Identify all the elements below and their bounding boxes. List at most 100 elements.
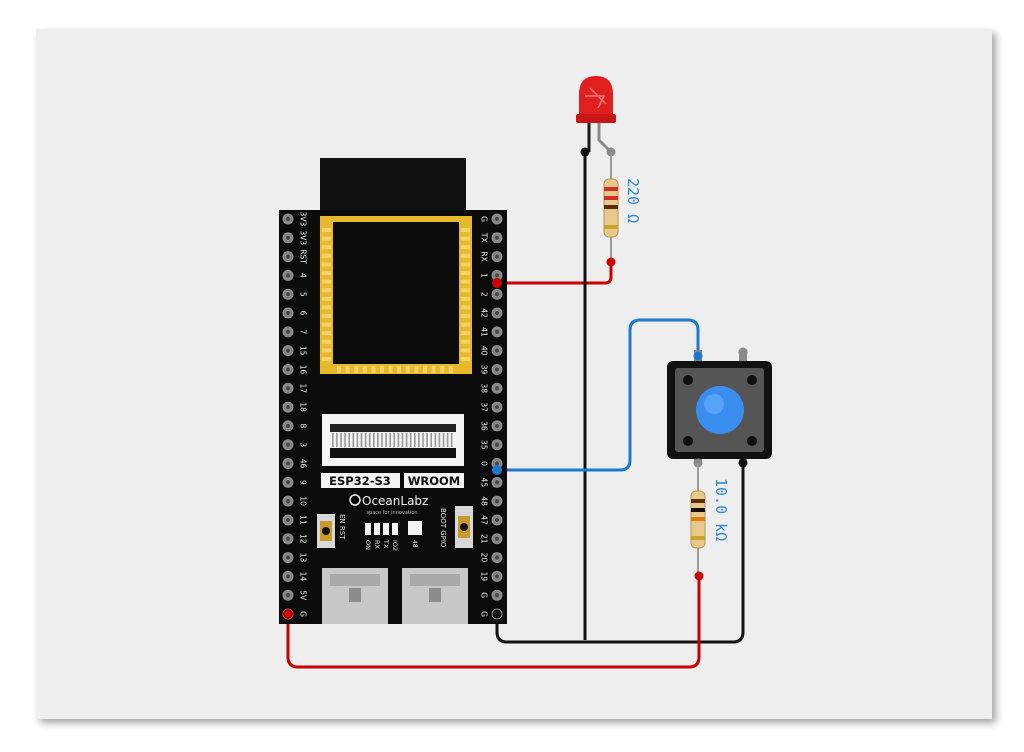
chip-pad-left bbox=[322, 262, 331, 267]
chip-pad-bottom bbox=[448, 366, 453, 373]
ribbon-contact bbox=[409, 433, 412, 447]
chip-pad-left bbox=[322, 271, 331, 275]
chip-pad-right bbox=[461, 357, 470, 361]
chip-pad-bottom bbox=[414, 366, 419, 373]
status-led-label: IO2 bbox=[391, 540, 399, 551]
chip-pad-bottom bbox=[431, 366, 436, 373]
wire-5v-to-pulldown bbox=[286, 576, 701, 669]
node-button-bottom-right bbox=[738, 458, 748, 468]
header-pin-hole bbox=[494, 517, 500, 523]
header-pin-label: 46 bbox=[299, 459, 308, 469]
chip-pad-bottom bbox=[397, 366, 402, 373]
chip-pad-right bbox=[461, 245, 470, 250]
header-pin-label: 2 bbox=[480, 292, 489, 297]
button-cap-highlight bbox=[704, 394, 724, 414]
led-highlight bbox=[585, 87, 607, 109]
ribbon-contact bbox=[434, 433, 437, 447]
wire-gpio0-to-button bbox=[497, 318, 700, 472]
header-pin-label: 21 bbox=[480, 534, 489, 544]
chip-pad-right bbox=[461, 296, 470, 301]
boot-button-label: BOOT GPIO bbox=[439, 508, 447, 548]
chip-pad-left bbox=[322, 322, 331, 327]
header-pin-hole bbox=[285, 442, 291, 447]
chip-pad-bottom bbox=[337, 366, 341, 373]
header-pin-hole bbox=[285, 254, 291, 259]
node-board-5v bbox=[283, 609, 293, 619]
header-pin-label: 8 bbox=[299, 424, 308, 429]
resistor-220-label: 220 Ω bbox=[624, 178, 642, 223]
boot-button-cap bbox=[460, 523, 468, 531]
status-led-label: TX bbox=[382, 539, 390, 549]
header-pin-label: 6 bbox=[299, 311, 308, 316]
led-body bbox=[579, 76, 613, 118]
header-pin-hole bbox=[494, 442, 500, 447]
header-pin-label: 15 bbox=[299, 346, 308, 356]
resistor-10k-band-4 bbox=[691, 536, 705, 540]
usb-port-right-tab bbox=[429, 588, 441, 602]
node-board-gpio0 bbox=[492, 465, 502, 475]
button-corner-4 bbox=[747, 436, 757, 446]
header-pin-hole bbox=[285, 423, 291, 429]
module-label-box bbox=[404, 473, 464, 488]
chip-pad-bottom bbox=[388, 366, 393, 373]
header-pin-hole bbox=[494, 310, 500, 316]
esp32-board: ESP32-S3 WROOM OceanLabz space for innov… bbox=[279, 158, 507, 624]
header-pin-hole bbox=[494, 423, 500, 429]
resistor-220-band-1 bbox=[604, 187, 618, 191]
header-pin-label: 5V bbox=[299, 590, 308, 601]
header-pin-hole bbox=[494, 273, 500, 278]
ribbon-contact bbox=[348, 433, 350, 447]
header-pin-label: 9 bbox=[299, 480, 308, 485]
chip-pad-right bbox=[461, 262, 470, 267]
header-pin-hole bbox=[285, 555, 291, 560]
header-pin-hole bbox=[285, 536, 291, 541]
chip-pads bbox=[322, 228, 470, 373]
header-pin-label: RST bbox=[299, 249, 308, 264]
node-board-ground bbox=[492, 609, 502, 619]
ribbon-contact bbox=[377, 433, 379, 447]
usb-port-left-inner bbox=[330, 574, 380, 586]
ribbon-contact bbox=[450, 433, 453, 447]
header-pin-hole bbox=[494, 386, 500, 391]
ribbon-slot bbox=[330, 424, 456, 432]
header-pin-hole bbox=[494, 592, 500, 598]
resistor-10k: 10.0 kΩ bbox=[690, 463, 730, 576]
header-pin-label: 16 bbox=[299, 365, 308, 375]
header-pin-label: 42 bbox=[480, 308, 489, 318]
header-pin-hole bbox=[285, 404, 291, 410]
rgb-led bbox=[408, 521, 422, 535]
ribbon-contact bbox=[426, 433, 428, 447]
header-pin-label: 37 bbox=[480, 402, 489, 412]
led-red bbox=[576, 76, 616, 154]
header-pin-label: 0 bbox=[480, 461, 489, 466]
chip-pad-right bbox=[461, 271, 470, 275]
ribbon-contact bbox=[389, 433, 391, 447]
chip-pad-left bbox=[322, 245, 331, 250]
chip-pad-left bbox=[322, 228, 331, 232]
ribbon-contact bbox=[393, 433, 396, 447]
header-pin-label: 40 bbox=[480, 346, 489, 356]
header-pin-hole bbox=[285, 480, 291, 485]
button-corner-2 bbox=[747, 375, 757, 385]
header-pin-hole bbox=[494, 235, 500, 241]
reset-button-cap bbox=[322, 527, 330, 535]
wire-gpio2-to-led-resistor bbox=[497, 262, 613, 285]
chip-pad-right bbox=[461, 253, 470, 258]
node-button-top-right bbox=[738, 347, 748, 357]
antenna-area bbox=[320, 158, 466, 216]
ribbon-contact bbox=[430, 433, 432, 447]
chip-pad-left bbox=[322, 339, 331, 344]
ribbon-contacts bbox=[332, 433, 453, 447]
header-pin-hole bbox=[494, 480, 500, 485]
node-board-gpio2 bbox=[492, 278, 502, 288]
ribbon-contact bbox=[364, 433, 367, 447]
header-pin-hole bbox=[285, 517, 291, 523]
header-pin-label: 1 bbox=[480, 273, 489, 278]
header-pin-label: 7 bbox=[299, 329, 308, 334]
brand-logo-icon bbox=[349, 494, 361, 506]
ribbon-contact bbox=[373, 433, 375, 447]
header-pin-label: RX bbox=[480, 251, 489, 261]
chip-pad-bottom bbox=[371, 366, 376, 373]
chip-pad-left bbox=[322, 253, 331, 258]
